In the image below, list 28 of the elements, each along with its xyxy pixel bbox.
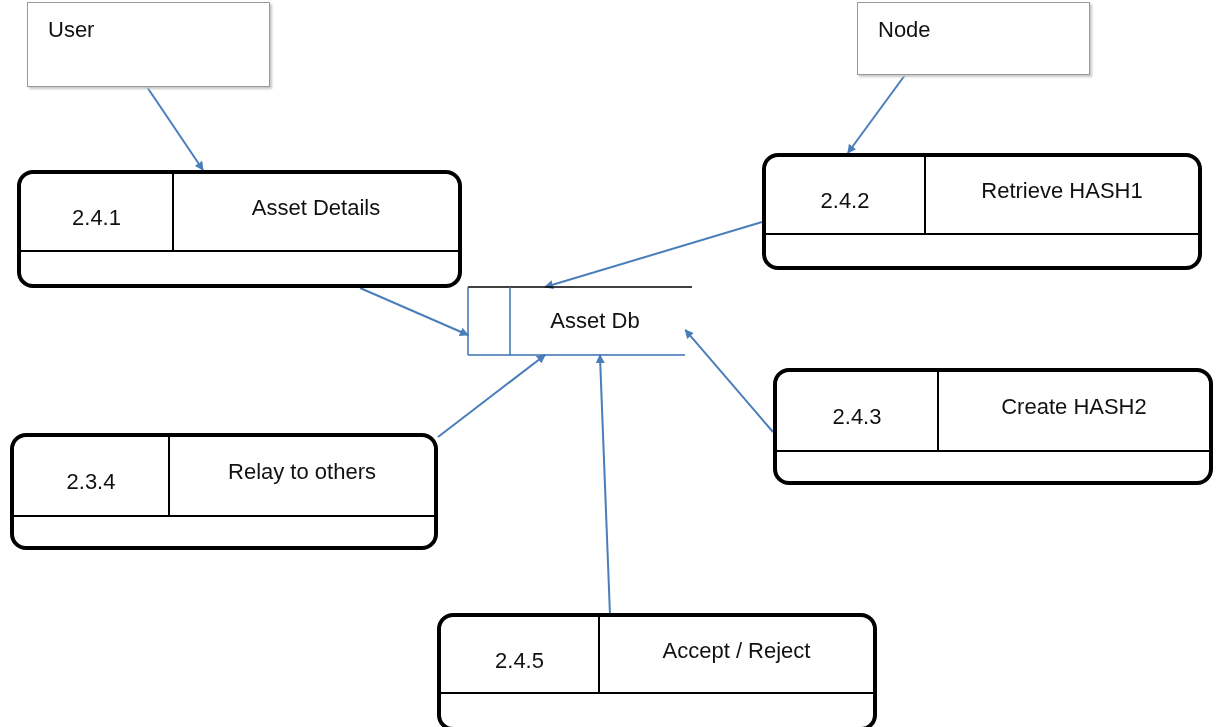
process-name: Create HASH2 (1001, 394, 1147, 420)
process-number: 2.3.4 (66, 469, 116, 495)
arrow (684, 328, 774, 433)
entity-box (857, 2, 1090, 75)
arrow (846, 74, 906, 154)
process-box (762, 153, 1202, 270)
process-number: 2.4.1 (72, 205, 121, 231)
process-box (773, 368, 1213, 485)
process-name: Retrieve HASH1 (981, 178, 1143, 204)
entity-label: Node (878, 17, 931, 42)
store-label: Asset Db (550, 308, 640, 334)
arrow (146, 86, 204, 171)
entity-box (27, 2, 270, 87)
arrow (437, 354, 547, 438)
process-box (437, 613, 877, 727)
arrow (544, 221, 763, 289)
process-number: 2.4.3 (832, 404, 882, 430)
process-name: Accept / Reject (662, 637, 811, 664)
data-store (468, 287, 692, 355)
arrow (595, 354, 611, 614)
process-number: 2.4.2 (820, 188, 870, 214)
arrow (359, 287, 469, 336)
process-name: Relay to others (228, 459, 376, 485)
process-number: 2.4.5 (495, 647, 544, 674)
process-name: Asset Details (251, 195, 381, 221)
process-box (10, 433, 438, 550)
entity-label: User (48, 17, 95, 42)
process-box (17, 170, 462, 288)
